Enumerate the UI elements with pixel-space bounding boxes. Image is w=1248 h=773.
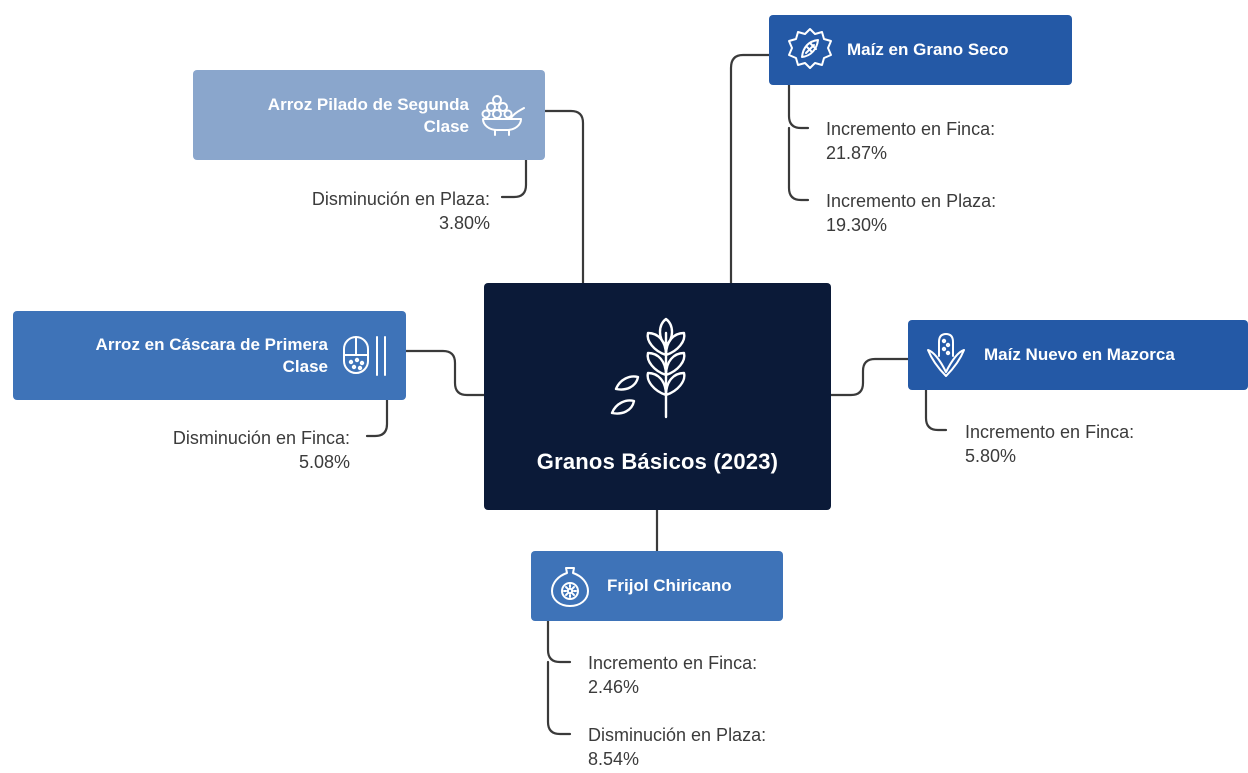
connector-maiz-nuevo — [829, 357, 910, 397]
detail-value: 5.80% — [965, 446, 1017, 466]
node-arroz-cascara[interactable]: Arroz en Cáscara de Primera Clase — [13, 311, 406, 400]
detail-label: Incremento en Plaza: — [826, 191, 997, 211]
detail-label: Disminución en Plaza: — [311, 189, 490, 209]
connector-arroz-cascara-detail — [365, 398, 389, 438]
node-maiz-nuevo-label: Maíz Nuevo en Mazorca — [984, 345, 1175, 364]
connector-maiz-seco-detail-1 — [787, 83, 810, 130]
detail-frijol-2: Disminución en Plaza: 8.54% — [588, 723, 848, 771]
detail-value: 5.08% — [298, 452, 350, 472]
node-arroz-cascara-label-2: Clase — [282, 357, 328, 376]
connector-maiz-nuevo-detail — [924, 388, 948, 432]
detail-arroz-cascara: Disminución en Finca: 5.08% — [60, 426, 350, 474]
center-node: Granos Básicos (2023) — [484, 283, 831, 510]
rice-bowl-icon — [481, 95, 525, 136]
detail-value: 3.80% — [438, 213, 490, 233]
connector-arroz-pilado — [543, 109, 585, 285]
center-title: Granos Básicos (2023) — [536, 449, 779, 474]
node-maiz-seco-label: Maíz en Grano Seco — [847, 40, 1009, 59]
node-arroz-pilado[interactable]: Arroz Pilado de Segunda Clase — [193, 70, 545, 160]
rice-bowl-chopsticks-icon — [343, 336, 386, 376]
connector-frijol-detail-2 — [546, 660, 572, 736]
detail-label: Incremento en Finca: — [588, 653, 758, 673]
connector-arroz-cascara — [404, 349, 486, 397]
connector-maiz-seco-detail-2 — [787, 126, 810, 202]
connector-maiz-seco — [729, 53, 771, 285]
detail-value: 2.46% — [588, 677, 640, 697]
corn-cob-icon — [927, 333, 965, 377]
detail-value: 8.54% — [588, 749, 640, 769]
detail-label: Incremento en Finca: — [826, 119, 996, 139]
connector-frijol-detail-1 — [546, 619, 572, 664]
detail-value: 19.30% — [826, 215, 888, 235]
detail-label: Disminución en Finca: — [172, 428, 350, 448]
node-maiz-nuevo[interactable]: Maíz Nuevo en Mazorca — [908, 320, 1248, 390]
connector-arroz-pilado-detail — [500, 158, 528, 199]
node-arroz-cascara-label-1: Arroz en Cáscara de Primera — [95, 335, 328, 354]
wheat-icon — [610, 317, 686, 419]
detail-value: 21.87% — [826, 143, 888, 163]
node-frijol-label: Frijol Chiricano — [607, 576, 732, 595]
detail-maiz-seco-2: Incremento en Plaza: 19.30% — [826, 189, 1086, 237]
node-arroz-pilado-label-2: Clase — [423, 117, 469, 136]
node-arroz-pilado-label-1: Arroz Pilado de Segunda — [267, 95, 469, 114]
detail-arroz-pilado: Disminución en Plaza: 3.80% — [200, 187, 490, 235]
node-frijol[interactable]: Frijol Chiricano — [531, 551, 783, 621]
detail-maiz-nuevo: Incremento en Finca: 5.80% — [965, 420, 1215, 468]
bean-icon — [551, 567, 589, 607]
detail-label: Incremento en Finca: — [965, 422, 1135, 442]
detail-label: Disminución en Plaza: — [588, 725, 767, 745]
detail-maiz-seco-1: Incremento en Finca: 21.87% — [826, 117, 1086, 165]
corn-badge-icon — [788, 28, 832, 69]
node-maiz-seco[interactable]: Maíz en Grano Seco — [769, 15, 1072, 85]
detail-frijol-1: Incremento en Finca: 2.46% — [588, 651, 848, 699]
